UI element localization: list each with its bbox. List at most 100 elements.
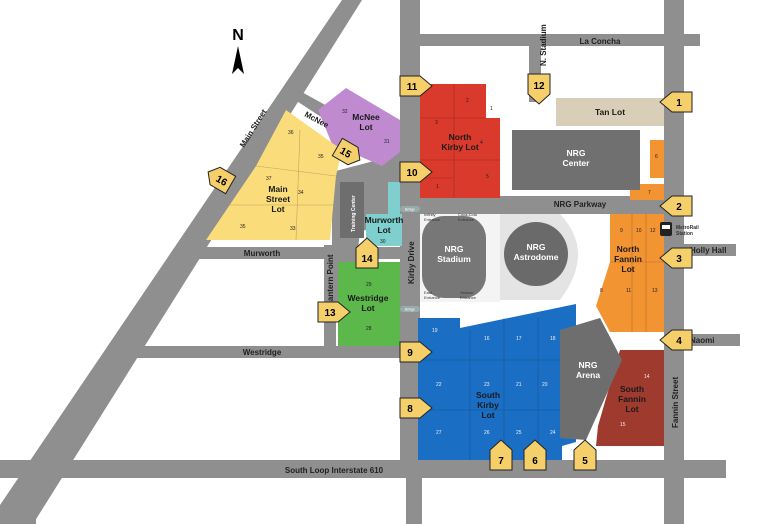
road-main-street-diagonal [0,0,362,524]
lot-north-fannin[interactable] [596,214,664,332]
svg-text:25: 25 [516,430,522,436]
svg-text:1: 1 [490,106,493,112]
infinity-entrance-2: Entrance [424,217,441,222]
svg-text:7: 7 [498,456,504,467]
label-nrg-parkway: NRG Parkway [554,200,607,209]
north-kirby-lot-label-2: Kirby Lot [441,142,478,152]
svg-text:3: 3 [435,120,438,126]
svg-text:26: 26 [484,430,490,436]
south-fannin-lot-label-3: Lot [625,404,638,414]
svg-text:5: 5 [486,174,489,180]
nrg-center-name-1: NRG [567,148,586,158]
entry-badge-1[interactable]: 1 [659,91,693,113]
svg-text:1: 1 [436,184,439,190]
lot-north-kirby[interactable] [420,84,500,198]
east-entrance-2: Entrance [424,295,441,300]
entry-badge-15[interactable]: 15 [331,137,365,168]
bridge-north-label: Bridge [405,208,415,212]
nrg-arena-building[interactable] [560,318,622,440]
entry-badge-2[interactable]: 2 [659,195,693,217]
road-left-bottom-stub [22,474,36,524]
lot-tan[interactable] [556,98,664,126]
label-lantern-point: Lantern Point [326,254,335,306]
compass: N [232,27,244,74]
svg-text:16: 16 [214,174,230,189]
south-kirby-lot-label-1: South [476,390,500,400]
south-fannin-lot-label-1: South [620,384,644,394]
infinity-entrance-1: Infinity [424,212,436,217]
south-kirby-lot-label-3: Lot [481,410,494,420]
lot-westridge[interactable] [338,262,400,346]
svg-text:11: 11 [407,82,418,93]
svg-text:24: 24 [550,430,556,436]
lot-south-kirby[interactable] [418,304,576,460]
svg-text:14: 14 [644,374,650,380]
venues: NRG Center NRG Stadium NRG Astrodome NRG… [340,130,640,440]
south-kirby-lot-label-2: Kirby [477,400,499,410]
label-n-stadium: N. Stadium [539,24,548,66]
svg-text:2: 2 [466,98,469,104]
entry-badge-13[interactable]: 13 [317,301,351,323]
east-entrance-1: East [424,290,433,295]
svg-text:27: 27 [436,430,442,436]
westridge-lot-label-2: Lot [361,303,374,313]
murworth-lot-label-2: Lot [377,225,390,235]
svg-text:35: 35 [240,224,246,230]
label-la-concha: La Concha [580,37,621,46]
svg-text:15: 15 [338,146,354,161]
entry-badge-9[interactable]: 9 [399,341,433,363]
entry-badge-10[interactable]: 10 [399,161,433,183]
road-holly-hall [684,244,736,256]
bridge-south [400,306,420,312]
svg-text:16: 16 [484,336,490,342]
label-holly-hall: Holly Hall [690,246,726,255]
entry-badge-5[interactable]: 5 [573,439,597,471]
svg-text:37: 37 [266,176,272,182]
entry-badge-12[interactable]: 12 [527,73,551,105]
lot-south-fannin[interactable] [596,350,664,446]
verizon-entrance-2: Entrance [460,295,477,300]
entry-badge-6[interactable]: 6 [523,439,547,471]
svg-text:36: 36 [288,130,294,136]
nrg-stadium-building[interactable] [422,216,486,298]
entry-badge-7[interactable]: 7 [489,439,513,471]
svg-text:13: 13 [652,288,658,294]
lot-main-street[interactable] [206,110,342,240]
svg-text:4: 4 [676,336,682,347]
nrg-astrodome-name-2: Astrodome [514,252,559,262]
metrorail-station[interactable]: MetroRail Station [660,222,699,237]
north-arrow-icon [232,46,244,74]
murworth-lot-label-1: Murworth [365,215,404,225]
svg-text:29: 29 [366,282,372,288]
svg-text:6: 6 [655,154,658,160]
entry-badge-14[interactable]: 14 [355,237,379,269]
nrg-stadium-name-2: Stadium [437,254,471,264]
training-center-building[interactable] [340,182,364,238]
svg-text:14: 14 [361,254,373,265]
road-naomi [684,334,740,346]
entry-badge-8[interactable]: 8 [399,397,433,419]
entry-badge-3[interactable]: 3 [659,247,693,269]
lot-murworth[interactable] [366,214,402,246]
westridge-lot-label-1: Westridge [348,293,389,303]
road-nrg-parkway [420,196,664,214]
road-westridge [115,346,400,358]
north-fannin-lot-label-2: Fannin [614,254,642,264]
svg-text:13: 13 [324,308,336,319]
svg-text:8: 8 [407,404,413,415]
entry-badge-11[interactable]: 11 [399,75,433,97]
section-numbers: 2 3 1 4 5 1 32 31 36 37 34 35 33 35 30 2… [240,98,658,436]
bridges: Bridge Bridge [400,206,420,312]
nrg-center-building[interactable] [512,130,640,190]
nrg-astrodome-building[interactable] [504,222,568,286]
svg-text:5: 5 [582,456,588,467]
tan-lot-label: Tan Lot [595,107,625,117]
nrg-arena-name-2: Arena [576,370,600,380]
nrg-stadium-name-1: NRG [445,244,464,254]
verizon-entrance-1: Verizon [460,290,473,295]
north-fannin-lot-label-1: North [617,244,640,254]
entry-badge-16[interactable]: 16 [203,163,237,195]
entry-badge-4[interactable]: 4 [659,329,693,351]
nrg-astrodome-name-1: NRG [527,242,546,252]
